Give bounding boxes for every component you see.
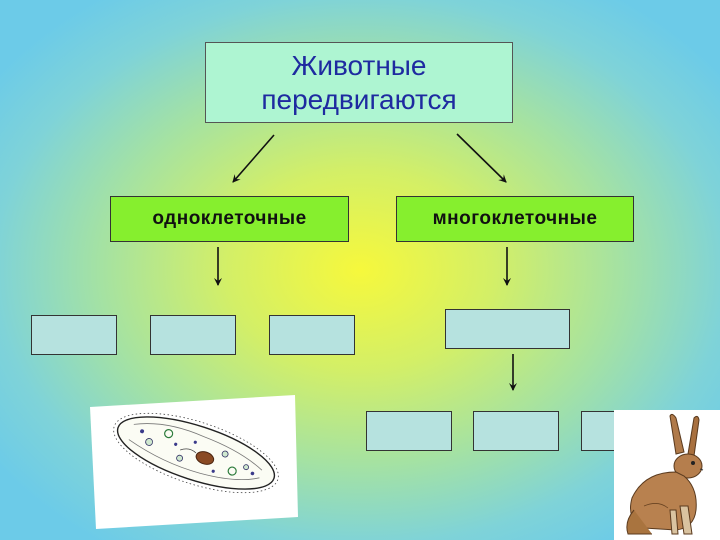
category-multicellular-label: многоклеточные: [432, 208, 598, 229]
paramecium-image: [90, 395, 298, 529]
blank-box-unicellular-3: [269, 315, 355, 355]
blank-box-multicellular-main: [445, 309, 570, 349]
arrow-title-to-multicellular: [456, 133, 507, 183]
arrow-title-to-unicellular: [232, 134, 275, 183]
blank-box-unicellular-1: [31, 315, 117, 355]
category-multicellular: многоклеточные: [396, 196, 634, 242]
category-unicellular: одноклеточные: [110, 196, 349, 242]
blank-box-multicellular-2: [473, 411, 559, 451]
title-text: Животные передвигаются: [261, 49, 457, 115]
hare-image: [614, 410, 720, 540]
title-box: Животные передвигаются: [205, 42, 513, 123]
blank-box-unicellular-2: [150, 315, 236, 355]
category-unicellular-label: одноклеточные: [152, 208, 307, 229]
blank-box-multicellular-1: [366, 411, 452, 451]
